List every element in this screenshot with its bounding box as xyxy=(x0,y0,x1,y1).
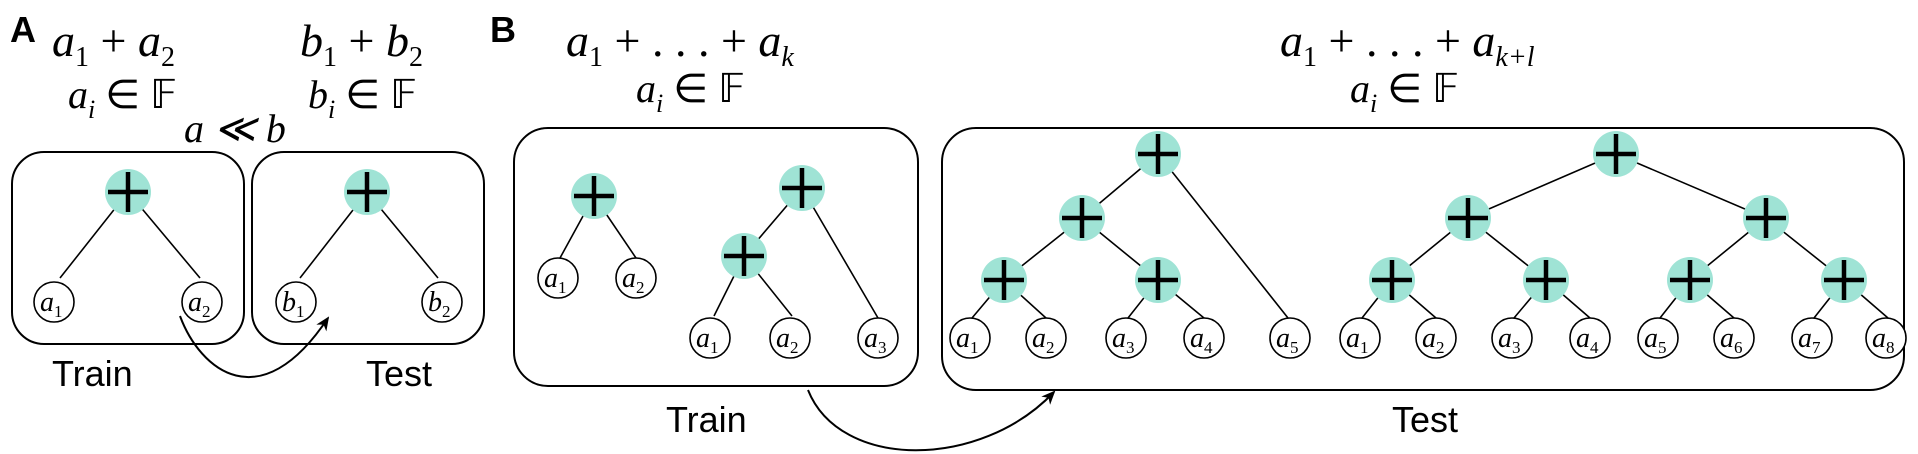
panel-b-train-label: Train xyxy=(666,399,747,440)
plus-icon xyxy=(721,233,767,279)
svg-text:a1: a1 xyxy=(956,323,979,357)
panel-a-train-box xyxy=(11,151,245,345)
svg-text:a2: a2 xyxy=(776,323,799,357)
leaf-node: a4 xyxy=(1183,317,1225,359)
panel-b-train-expression: a1 + . . . + ak xyxy=(566,15,794,73)
leaf-node: a1 xyxy=(537,257,579,299)
panel-b-arrow xyxy=(807,389,1056,452)
leaf-node: a2 xyxy=(1025,317,1067,359)
leaf-node: a6 xyxy=(1713,317,1755,359)
leaf-node: a3 xyxy=(1105,317,1147,359)
plus-icon xyxy=(105,169,151,215)
plus-icon xyxy=(779,165,825,211)
panel-a-test-domain: bi ∈ 𝔽 xyxy=(308,72,417,124)
panel-a-test-label: Test xyxy=(366,353,432,394)
svg-text:b2: b2 xyxy=(428,287,451,321)
leaf-node: a2 xyxy=(769,317,811,359)
panel-b-train-tree: a1 a2 a1 a2 a3 xyxy=(537,165,899,359)
leaf-node: a2 xyxy=(1415,317,1457,359)
svg-text:b1: b1 xyxy=(282,287,305,321)
plus-icon xyxy=(1445,195,1491,241)
svg-text:a1: a1 xyxy=(40,287,63,321)
panel-b-train-box xyxy=(513,127,919,387)
leaf-node: a1 xyxy=(689,317,731,359)
panel-b-test-label: Test xyxy=(1392,399,1458,440)
panel-a-train-domain: ai ∈ 𝔽 xyxy=(68,72,177,124)
plus-icon xyxy=(981,257,1027,303)
svg-text:a7: a7 xyxy=(1798,323,1821,357)
svg-text:a4: a4 xyxy=(1190,323,1213,357)
plus-icon xyxy=(1667,257,1713,303)
svg-text:a3: a3 xyxy=(864,323,887,357)
leaf-node: a7 xyxy=(1791,317,1833,359)
leaf-node: a8 xyxy=(1865,317,1907,359)
panel-a-arrow xyxy=(179,315,330,379)
leaf-node: a1 xyxy=(949,317,991,359)
plus-icon xyxy=(1593,131,1639,177)
svg-text:a1: a1 xyxy=(544,263,567,297)
panel-b-test-box xyxy=(941,127,1905,391)
plus-icon xyxy=(1743,195,1789,241)
leaf-node: b1 xyxy=(275,281,317,323)
panel-a-test-box xyxy=(251,151,485,345)
svg-text:a2: a2 xyxy=(1032,323,1055,357)
panel-a-test-tree: b1 b2 xyxy=(275,169,463,323)
leaf-node: a5 xyxy=(1269,317,1311,359)
plus-icon xyxy=(344,169,390,215)
plus-icon xyxy=(1821,257,1867,303)
plus-icon xyxy=(571,173,617,219)
panel-b-train-domain: ai ∈ 𝔽 xyxy=(636,66,745,118)
panel-a-letter: A xyxy=(10,9,36,50)
leaf-node: a1 xyxy=(33,281,75,323)
svg-text:a4: a4 xyxy=(1576,323,1599,357)
leaf-node: a2 xyxy=(615,257,657,299)
panel-b-test-tree: a1 a2 a3 a4 a5 a1 a2 a3 a4 a5 a6 a7 a8 xyxy=(949,131,1907,359)
leaf-node: a3 xyxy=(1491,317,1533,359)
svg-text:a5: a5 xyxy=(1276,323,1299,357)
leaf-node: a2 xyxy=(181,281,223,323)
panel-a-train-label: Train xyxy=(52,353,133,394)
panel-b-test-expression: a1 + . . . + ak+l xyxy=(1280,15,1535,73)
plus-icon xyxy=(1135,257,1181,303)
svg-text:a8: a8 xyxy=(1872,323,1895,357)
svg-text:a1: a1 xyxy=(1346,323,1369,357)
plus-icon xyxy=(1135,131,1181,177)
svg-text:a3: a3 xyxy=(1498,323,1521,357)
plus-icon xyxy=(1059,195,1105,241)
leaf-node: a3 xyxy=(857,317,899,359)
svg-text:a2: a2 xyxy=(622,263,645,297)
panel-b-letter: B xyxy=(490,9,516,50)
svg-text:a5: a5 xyxy=(1644,323,1667,357)
leaf-node: a1 xyxy=(1339,317,1381,359)
panel-b-test-domain: ai ∈ 𝔽 xyxy=(1350,66,1459,118)
svg-text:a3: a3 xyxy=(1112,323,1135,357)
svg-text:a6: a6 xyxy=(1720,323,1743,357)
panel-a-relation: a ≪ b xyxy=(184,106,286,151)
leaf-node: a5 xyxy=(1637,317,1679,359)
plus-icon xyxy=(1369,257,1415,303)
leaf-node: a4 xyxy=(1569,317,1611,359)
leaf-node: b2 xyxy=(421,281,463,323)
svg-text:a2: a2 xyxy=(1422,323,1445,357)
plus-icon xyxy=(1523,257,1569,303)
svg-text:a2: a2 xyxy=(188,287,211,321)
panel-a-train-expression: a1 + a2 xyxy=(52,15,175,73)
svg-text:a1: a1 xyxy=(696,323,719,357)
panel-a-train-tree: a1 a2 xyxy=(33,169,223,323)
panel-a-test-expression: b1 + b2 xyxy=(300,15,423,73)
